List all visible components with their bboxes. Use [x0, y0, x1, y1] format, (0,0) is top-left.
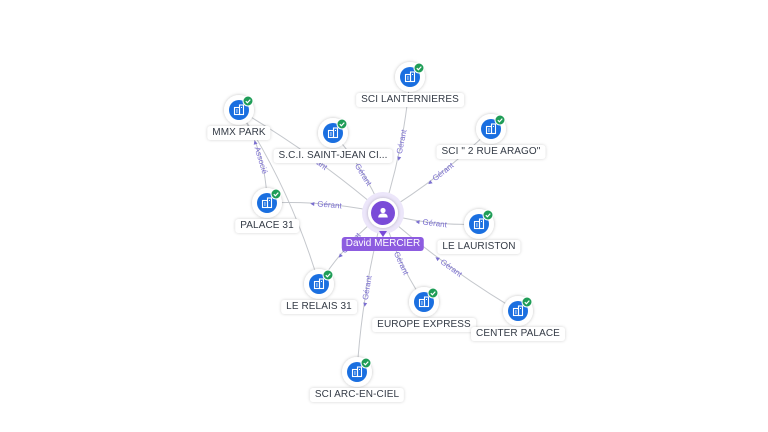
edge-arrow-icon: ◂ — [310, 199, 315, 208]
edge-arrow-icon: ◂ — [415, 217, 420, 226]
company-label-arago[interactable]: SCI " 2 RUE ARAGO" — [436, 145, 546, 159]
company-label-mmx[interactable]: MMX PARK — [207, 126, 271, 140]
company-node-center[interactable] — [503, 296, 533, 326]
edge-arrow-icon: ◂ — [360, 302, 370, 307]
company-node-arago[interactable] — [476, 114, 506, 144]
check-icon — [521, 296, 533, 308]
company-label-center[interactable]: CENTER PALACE — [471, 327, 565, 341]
edge-arrow-icon: ◂ — [335, 251, 344, 260]
person-icon — [378, 207, 388, 218]
company-label-lauriston[interactable]: LE LAURISTON — [437, 240, 521, 254]
edge-label-text: Gérant — [353, 162, 374, 188]
edge-label-person-lauriston: ◂Gérant — [415, 217, 448, 230]
building-icon — [313, 278, 325, 290]
edge-label-text: Associé — [253, 146, 270, 176]
edge-label-text: Gérant — [422, 218, 448, 230]
check-icon — [322, 269, 334, 281]
person-label[interactable]: David MERCIER — [341, 237, 425, 251]
edge-label-person-center: ◂Gérant — [433, 253, 464, 279]
company-label-saintjean[interactable]: S.C.I. SAINT-JEAN CI... — [273, 149, 393, 163]
building-icon — [473, 218, 485, 230]
check-icon — [482, 209, 494, 221]
check-icon — [494, 114, 506, 126]
company-node-mmx[interactable] — [224, 95, 254, 125]
company-node-europe[interactable] — [409, 287, 439, 317]
company-node-arcenciel[interactable] — [342, 357, 372, 387]
building-icon — [351, 366, 363, 378]
company-label-palace31[interactable]: PALACE 31 — [235, 219, 299, 233]
company-node-saintjean[interactable] — [318, 118, 348, 148]
building-icon — [485, 123, 497, 135]
company-label-arcenciel[interactable]: SCI ARC-EN-CIEL — [309, 388, 405, 402]
company-node-lanternieres[interactable] — [395, 62, 425, 92]
edge-label-text: Gérant — [392, 250, 411, 277]
edge-label-text: Gérant — [439, 257, 465, 279]
check-icon — [427, 287, 439, 299]
check-icon — [360, 357, 372, 369]
building-icon — [418, 296, 430, 308]
edge-arrow-icon: ◂ — [251, 139, 261, 145]
company-node-relais[interactable] — [304, 269, 334, 299]
check-icon — [336, 118, 348, 130]
edge-arrow-icon: ◂ — [425, 178, 434, 188]
building-icon — [512, 305, 524, 317]
company-label-relais[interactable]: LE RELAIS 31 — [281, 300, 357, 314]
check-icon — [413, 62, 425, 74]
edge-label-text: Gérant — [317, 199, 343, 210]
company-node-lauriston[interactable] — [464, 209, 494, 239]
building-icon — [261, 197, 273, 209]
edge-label-person-palace31: ◂Gérant — [310, 199, 343, 211]
edge-arrow-icon: ◂ — [433, 253, 442, 263]
edge-arrow-icon: ◂ — [394, 156, 404, 162]
company-node-palace31[interactable] — [252, 188, 282, 218]
edge-label-text: Gérant — [361, 274, 374, 300]
company-label-europe[interactable]: EUROPE EXPRESS — [372, 318, 476, 332]
check-icon — [270, 188, 282, 200]
person-node[interactable] — [362, 192, 404, 237]
edge-label-person-lanternieres: ◂Gérant — [394, 128, 409, 161]
edge-label-text: Gérant — [395, 128, 409, 155]
check-icon — [242, 95, 254, 107]
company-label-lanternieres[interactable]: SCI LANTERNIERES — [356, 93, 464, 107]
building-icon — [404, 71, 416, 83]
person-pointer — [379, 231, 387, 237]
edge-label-person-arcenciel: ◂ Gérant — [360, 274, 374, 307]
edge-label-person-arago: ◂Gérant — [425, 160, 456, 187]
building-icon — [233, 104, 245, 116]
building-icon — [327, 127, 339, 139]
